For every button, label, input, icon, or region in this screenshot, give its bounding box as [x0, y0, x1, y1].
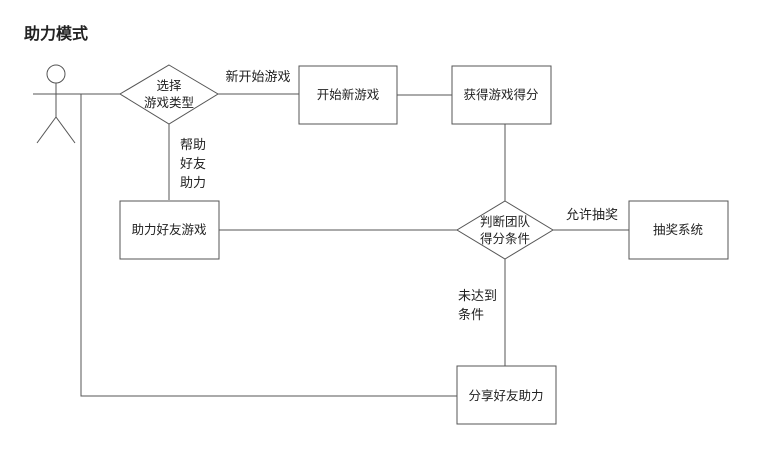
judge-score-line2: 得分条件	[480, 231, 530, 246]
edge-label-help-line1: 帮助	[180, 138, 206, 153]
box-get-score	[451, 65, 552, 125]
start-new-game-label: 开始新游戏	[317, 87, 380, 102]
edge-label-new-game: 新开始游戏	[225, 69, 290, 85]
actor-icon	[33, 64, 80, 144]
decision-choose-type	[119, 64, 219, 125]
decision-judge-score	[456, 200, 554, 260]
edge-label-help-line2: 好友	[180, 156, 206, 172]
box-help-friend-game	[119, 200, 220, 260]
edge-label-not-reached-line1: 未达到	[458, 289, 497, 304]
choose-type-line1: 选择	[156, 78, 182, 93]
edge-label-allow-lottery: 允许抽奖	[566, 207, 618, 223]
diagram-title: 助力模式	[24, 24, 89, 43]
edge-share-to-actor	[80, 94, 457, 397]
box-share-help	[456, 365, 557, 425]
box-start-new-game	[298, 65, 398, 125]
box-lottery-system	[628, 200, 729, 260]
judge-score-line1: 判断团队	[480, 214, 531, 229]
get-score-label: 获得游戏得分	[463, 87, 538, 102]
edge-label-help-line3: 助力	[180, 176, 206, 191]
share-help-label: 分享好友助力	[468, 388, 543, 403]
edge-label-not-reached-line2: 条件	[458, 307, 484, 323]
help-friend-game-label: 助力好友游戏	[131, 222, 206, 237]
lottery-system-label: 抽奖系统	[653, 222, 703, 237]
choose-type-line2: 游戏类型	[144, 95, 194, 110]
